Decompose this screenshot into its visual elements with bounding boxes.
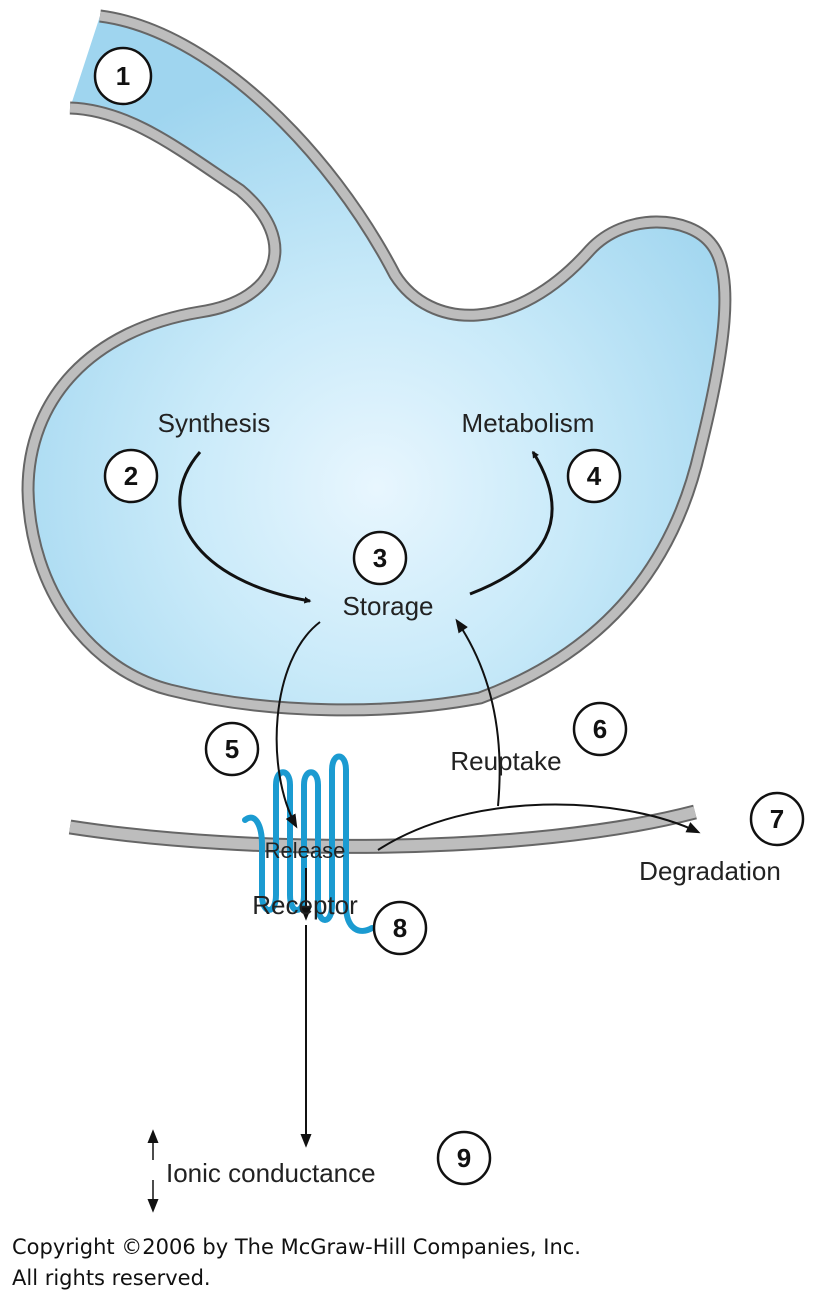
step-2-badge: 2 — [103, 448, 159, 504]
step-4-badge: 4 — [566, 448, 622, 504]
storage-to-release-arrow — [275, 621, 321, 829]
step-6-number: 6 — [593, 714, 607, 744]
copyright-notice: Copyright ©2006 by The McGraw-Hill Compa… — [12, 1232, 581, 1294]
step-8-badge: 8 — [372, 900, 428, 956]
receptor-protein — [242, 753, 375, 934]
rights-line: All rights reserved. — [12, 1266, 211, 1290]
label-degradation: Degradation — [639, 856, 781, 886]
terminal-fill — [28, 16, 725, 710]
step-2-number: 2 — [124, 461, 138, 491]
step-7-badge: 7 — [749, 791, 805, 847]
postsynaptic-membrane — [68, 804, 697, 854]
release-to-degradation-arrow — [377, 803, 701, 851]
synthesis-to-storage-arrow — [178, 451, 312, 604]
label-ionic-conductance: Ionic conductance — [166, 1158, 376, 1188]
label-receptor: Receptor — [252, 890, 358, 920]
label-release: Release — [265, 838, 346, 863]
step-9-badge: 9 — [436, 1130, 492, 1186]
label-synthesis: Synthesis — [158, 408, 271, 438]
step-1-badge: 1 — [93, 46, 153, 106]
step-5-number: 5 — [225, 734, 239, 764]
label-reuptake: Reuptake — [450, 746, 561, 776]
step-5-badge: 5 — [204, 721, 260, 777]
step-9-number: 9 — [457, 1143, 471, 1173]
step-8-number: 8 — [393, 913, 407, 943]
copyright-line: Copyright ©2006 by The McGraw-Hill Compa… — [12, 1235, 581, 1259]
reuptake-arrow — [455, 618, 501, 807]
label-storage: Storage — [342, 591, 433, 621]
step-4-number: 4 — [587, 461, 602, 491]
step-6-badge: 6 — [572, 701, 628, 757]
step-3-badge: 3 — [352, 530, 408, 586]
step-1-number: 1 — [116, 61, 130, 91]
step-3-number: 3 — [373, 543, 387, 573]
step-7-number: 7 — [770, 804, 784, 834]
storage-to-metabolism-arrow — [469, 450, 554, 596]
label-metabolism: Metabolism — [462, 408, 595, 438]
